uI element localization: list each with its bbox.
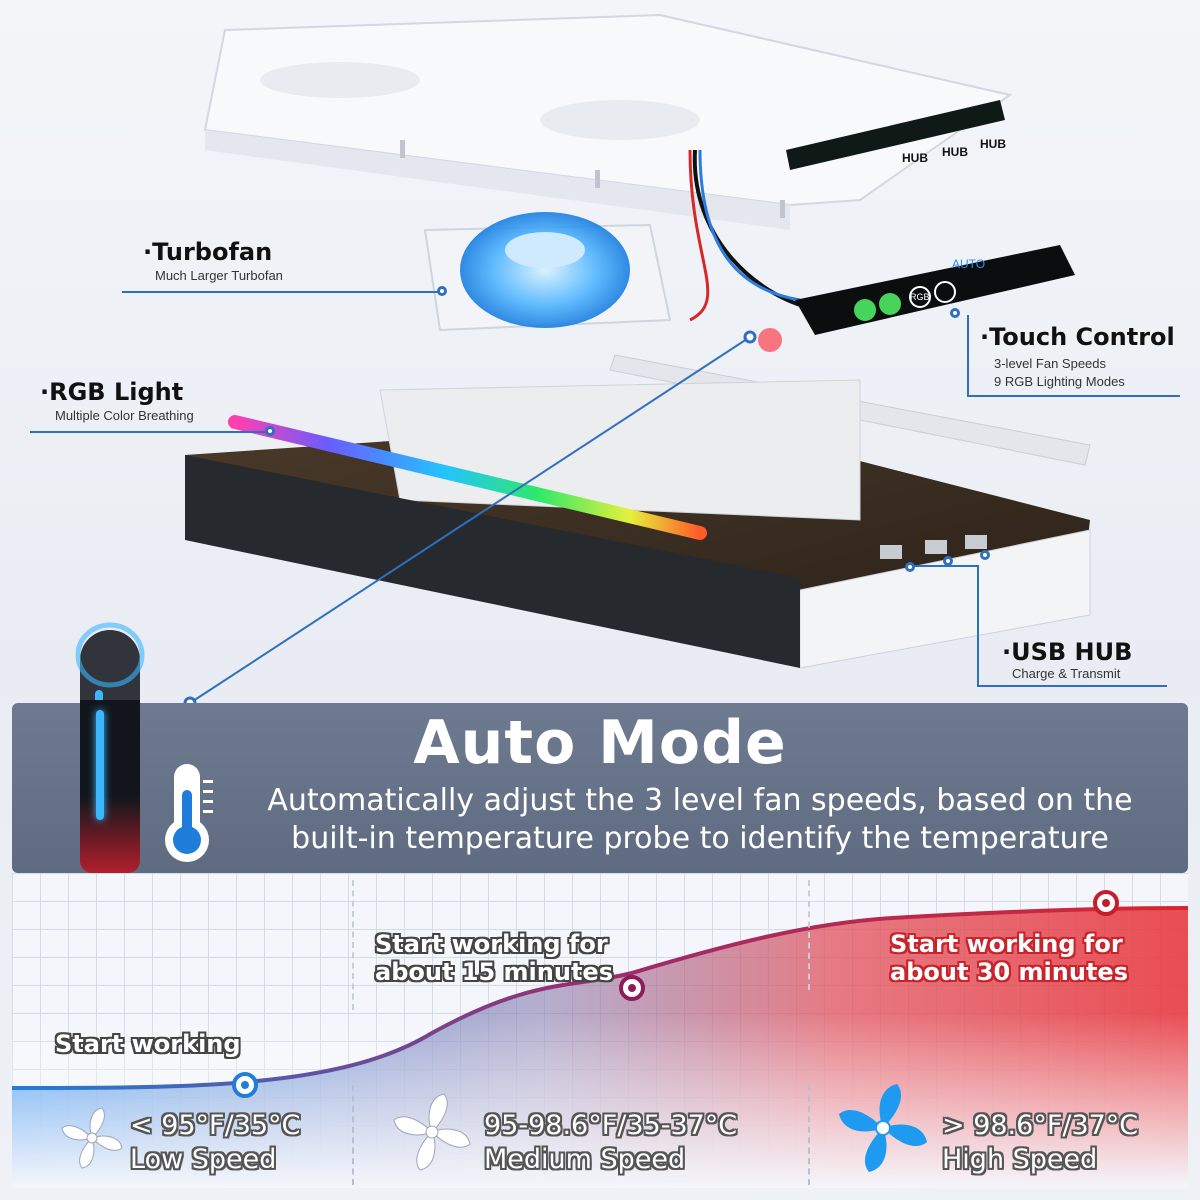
touch-control-line1: 3-level Fan Speeds <box>994 356 1107 371</box>
main-body <box>185 379 1091 669</box>
hub-label-3: HUB <box>980 137 1006 151</box>
thermometer-icon <box>165 764 213 862</box>
hub-label-1: HUB <box>902 151 928 165</box>
divider-2-upper <box>808 880 810 990</box>
fan-icon-high <box>839 1084 927 1172</box>
low-speed-temperature: < 95°F/35°C <box>130 1110 301 1141</box>
stage-low-label: Start working <box>55 1030 241 1058</box>
usb-leader-v <box>977 565 979 687</box>
device-illustration: HUB HUB HUB AUTO RGB <box>75 13 1091 700</box>
low-speed-label: Low Speed <box>130 1144 277 1175</box>
auto-mode-description: Automatically adjust the 3 level fan spe… <box>267 783 1133 856</box>
touch-control-panel: AUTO RGB <box>795 245 1075 335</box>
fan-icon-low <box>61 1107 123 1169</box>
probe-leader <box>183 328 782 710</box>
turbofan-leader <box>122 291 442 293</box>
usb-dot-2 <box>943 556 953 566</box>
usb-hub-title: ·USB HUB <box>1002 638 1133 666</box>
touch-control-line2: 9 RGB Lighting Modes <box>994 374 1125 389</box>
usb-dot-3 <box>980 550 990 560</box>
stage-high-label-line1: Start working for <box>890 930 1123 958</box>
usb-hub-subtitle: Charge & Transmit <box>1012 666 1121 681</box>
touch-dot <box>950 308 960 318</box>
panel-auto-label: AUTO <box>952 257 985 271</box>
auto-mode-title: Auto Mode <box>413 708 787 778</box>
rgb-light-title: ·RGB Light <box>40 378 184 406</box>
touch-leader-h <box>967 395 1180 397</box>
touch-leader-v <box>967 315 969 397</box>
stage-medium-label-line1: Start working for <box>375 930 608 958</box>
turbofan <box>423 212 672 332</box>
divider-1-upper <box>352 880 354 1010</box>
turbofan-title: ·Turbofan <box>143 238 273 266</box>
temperature-curve <box>12 890 1188 1188</box>
turbofan-dot <box>437 286 447 296</box>
hub-label-2: HUB <box>942 145 968 159</box>
turbofan-subtitle: Much Larger Turbofan <box>155 268 283 283</box>
usb-leader-top <box>910 565 978 567</box>
top-cover: HUB HUB HUB <box>203 13 1013 230</box>
temperature-probe-icon <box>75 622 145 700</box>
rgb-dot <box>265 426 275 436</box>
rgb-leader <box>30 431 270 433</box>
fan-icon-medium <box>393 1093 471 1171</box>
stage-divider-1 <box>352 1085 354 1185</box>
stage-medium-label-line2: about 15 minutes <box>375 958 613 986</box>
medium-speed-temperature: 95-98.6°F/35-37°C <box>484 1110 738 1141</box>
high-speed-label: High Speed <box>942 1144 1098 1175</box>
high-speed-temperature: > 98.6°F/37°C <box>942 1110 1139 1141</box>
medium-speed-label: Medium Speed <box>484 1144 686 1175</box>
rgb-light-strip <box>228 415 707 540</box>
stage-high-label-line2: about 30 minutes <box>890 958 1128 986</box>
probe-overlay <box>80 703 140 873</box>
usb-leader-h <box>977 685 1167 687</box>
touch-control-title: ·Touch Control <box>980 323 1175 351</box>
rgb-light-subtitle: Multiple Color Breathing <box>55 408 194 423</box>
panel-rgb-label: RGB <box>910 292 930 302</box>
usb-dot-1 <box>905 562 915 572</box>
stage-divider-2 <box>808 1085 810 1185</box>
probe-overlay-light <box>96 710 104 820</box>
